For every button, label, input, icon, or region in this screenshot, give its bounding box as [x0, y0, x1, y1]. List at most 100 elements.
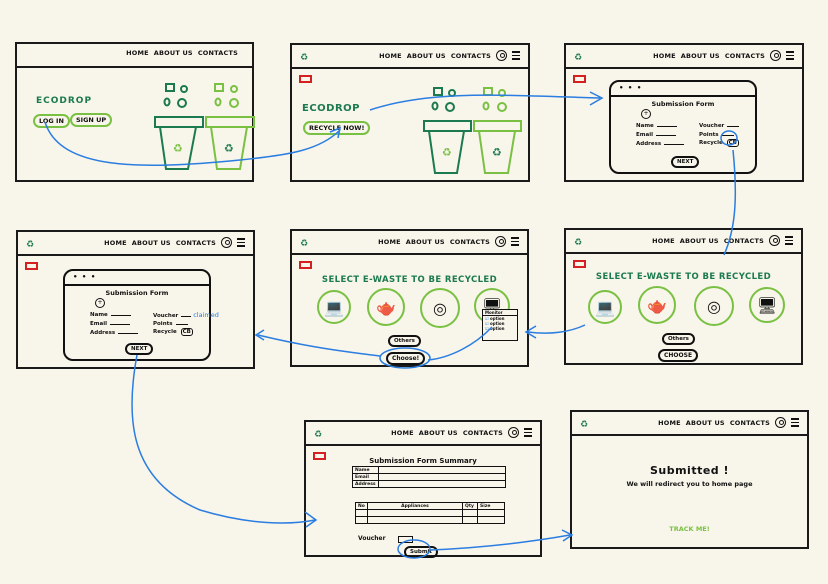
nav-about[interactable]: ABOUT US [679, 236, 719, 245]
others-button[interactable]: Others [388, 335, 421, 347]
add-photo-icon[interactable]: + [641, 109, 651, 119]
window-dots: • • • [73, 273, 97, 281]
user-info-table: Name Email Address [352, 466, 507, 488]
nav-contacts[interactable]: CONTACTS [724, 51, 765, 60]
menu-icon[interactable] [511, 237, 519, 246]
window-dots: • • • [619, 84, 643, 92]
nav-home[interactable]: HOME [378, 237, 401, 246]
field-email[interactable]: Email [636, 131, 676, 138]
login-button[interactable]: LOG IN [33, 114, 70, 128]
recycle-icon: ♻ [173, 142, 183, 155]
profile-icon[interactable] [775, 417, 786, 428]
points-badge-icon[interactable] [299, 261, 312, 269]
points-badge-icon[interactable] [573, 260, 586, 268]
recycle-toggle[interactable]: CB [180, 328, 193, 336]
recycle-toggle[interactable]: CB [726, 139, 739, 147]
field-name[interactable]: Name [90, 311, 131, 318]
dropdown-option[interactable]: ☑ option [485, 321, 505, 326]
top-nav-bar: HOME ABOUT US CONTACTS [17, 44, 252, 68]
logo-icon[interactable]: ♻ [574, 53, 583, 63]
dropdown-option[interactable]: ☑ option [485, 326, 505, 331]
laptop-option[interactable]: 💻 [588, 290, 622, 324]
signup-button[interactable]: SIGN UP [70, 113, 113, 127]
screen-select-ewaste-dropdown: HOME ABOUT US CONTACTS ♻ SELECT E-WASTE … [290, 229, 529, 367]
nav-home[interactable]: HOME [391, 428, 414, 437]
modal-titlebar: • • • [611, 82, 755, 97]
add-photo-icon[interactable]: + [95, 298, 105, 308]
field-address[interactable]: Address [636, 140, 685, 147]
choose-button[interactable]: Choose! [386, 352, 426, 365]
logo-icon[interactable]: ♻ [26, 240, 35, 250]
nav-about[interactable]: ABOUT US [680, 51, 720, 60]
field-points: Points [153, 320, 188, 327]
monitor-option[interactable]: 🖥 [749, 287, 785, 323]
logo-icon[interactable]: ♻ [300, 53, 309, 63]
nav-home[interactable]: HOME [379, 51, 402, 60]
washing-machine-option[interactable]: ◎ [420, 288, 460, 328]
nav-home[interactable]: HOME [653, 51, 676, 60]
menu-icon[interactable] [237, 238, 245, 247]
brand-name: ECODROP [302, 103, 361, 114]
nav-about[interactable]: ABOUT US [405, 237, 445, 246]
submission-form-modal: • • • Submission Form + Name Email Addre… [63, 269, 219, 361]
menu-icon[interactable] [786, 51, 794, 60]
nav-home[interactable]: HOME [658, 418, 681, 427]
nav-about[interactable]: ABOUT US [131, 238, 171, 247]
nav-home[interactable]: HOME [126, 49, 149, 57]
field-voucher[interactable]: Voucher claimed [153, 311, 219, 319]
recycle-now-button[interactable]: RECYCLE NOW! [303, 121, 371, 135]
points-badge-icon[interactable] [25, 262, 38, 270]
profile-icon[interactable] [221, 237, 232, 248]
nav-home[interactable]: HOME [652, 236, 675, 245]
field-name[interactable]: Name [636, 122, 677, 129]
kettle-option[interactable]: 🫖 [367, 288, 405, 326]
menu-icon[interactable] [791, 418, 799, 427]
nav-links: HOME ABOUT US CONTACTS [653, 50, 794, 61]
field-recycle[interactable]: Recycle CB [699, 139, 739, 147]
nav-links: HOME ABOUT US CONTACTS [379, 50, 520, 61]
submit-button[interactable]: Submit [404, 546, 439, 558]
nav-contacts[interactable]: CONTACTS [450, 51, 491, 60]
nav-contacts[interactable]: CONTACTS [449, 237, 490, 246]
screen-select-ewaste: HOME ABOUT US CONTACTS ♻ SELECT E-WASTE … [564, 228, 803, 365]
profile-icon[interactable] [769, 235, 780, 246]
flow-arrow-next-to-summary [131, 354, 316, 524]
next-button[interactable]: NEXT [125, 343, 154, 355]
profile-icon[interactable] [508, 427, 519, 438]
nav-contacts[interactable]: CONTACTS [175, 238, 216, 247]
profile-icon[interactable] [770, 50, 781, 61]
menu-icon[interactable] [512, 51, 520, 60]
track-me-link[interactable]: TRACK ME! [669, 525, 710, 533]
logo-icon[interactable]: ♻ [314, 430, 323, 440]
logo-icon[interactable]: ♻ [580, 420, 589, 430]
voucher-input[interactable] [398, 536, 413, 543]
field-address[interactable]: Address [90, 329, 139, 336]
menu-icon[interactable] [785, 236, 793, 245]
points-badge-icon[interactable] [573, 75, 586, 83]
logo-icon[interactable]: ♻ [574, 238, 583, 248]
points-badge-icon[interactable] [299, 75, 312, 83]
profile-icon[interactable] [495, 236, 506, 247]
field-email[interactable]: Email [90, 320, 130, 327]
nav-contacts[interactable]: CONTACTS [729, 418, 770, 427]
nav-about[interactable]: ABOUT US [685, 418, 725, 427]
nav-contacts[interactable]: CONTACTS [197, 49, 238, 57]
washing-machine-option[interactable]: ◎ [694, 286, 734, 326]
field-voucher[interactable]: Voucher [699, 122, 740, 129]
nav-contacts[interactable]: CONTACTS [723, 236, 764, 245]
nav-about[interactable]: ABOUT US [418, 428, 458, 437]
logo-icon[interactable]: ♻ [300, 239, 309, 249]
profile-icon[interactable] [496, 50, 507, 61]
nav-about[interactable]: ABOUT US [153, 49, 193, 57]
others-button[interactable]: Others [662, 333, 695, 345]
next-button[interactable]: NEXT [671, 156, 700, 168]
dropdown-option[interactable]: ☑ option [485, 316, 505, 321]
menu-icon[interactable] [524, 428, 532, 437]
nav-contacts[interactable]: CONTACTS [462, 428, 503, 437]
field-recycle[interactable]: Recycle CB [153, 328, 193, 336]
nav-home[interactable]: HOME [104, 238, 127, 247]
kettle-option[interactable]: 🫖 [638, 286, 676, 324]
laptop-option[interactable]: 💻 [317, 290, 351, 324]
choose-button[interactable]: CHOOSE [658, 349, 699, 362]
nav-about[interactable]: ABOUT US [406, 51, 446, 60]
